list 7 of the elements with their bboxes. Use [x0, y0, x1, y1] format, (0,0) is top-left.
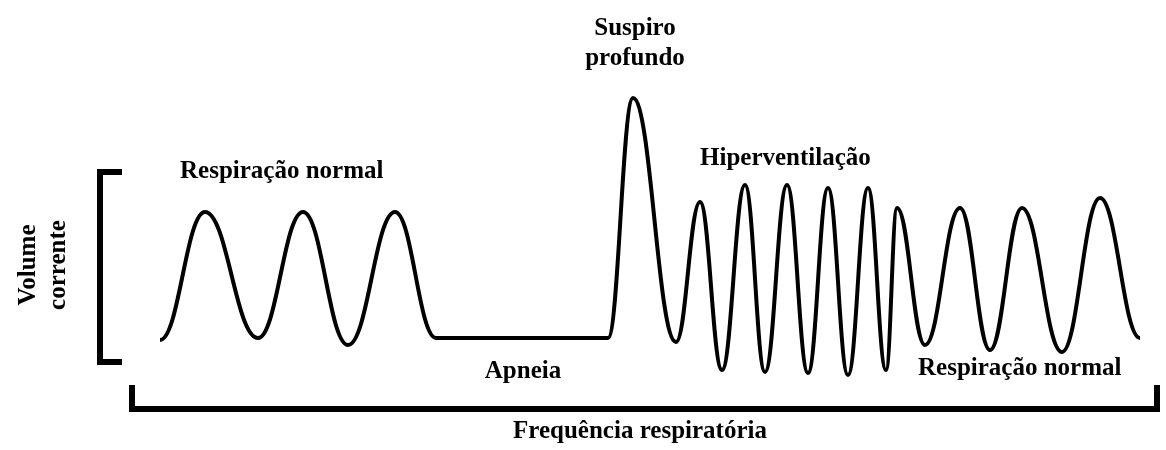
phase-label: Hiperventilação	[700, 142, 871, 172]
phase-label: Respiração normal	[918, 352, 1122, 382]
phase-label: Suspiro profundo	[584, 12, 686, 72]
phase-label: Respiração normal	[180, 155, 384, 185]
phase-label: Apneia	[484, 355, 562, 385]
axis-label: Frequência respiratória	[513, 415, 767, 445]
axis-label: Volume corrente	[12, 219, 71, 312]
